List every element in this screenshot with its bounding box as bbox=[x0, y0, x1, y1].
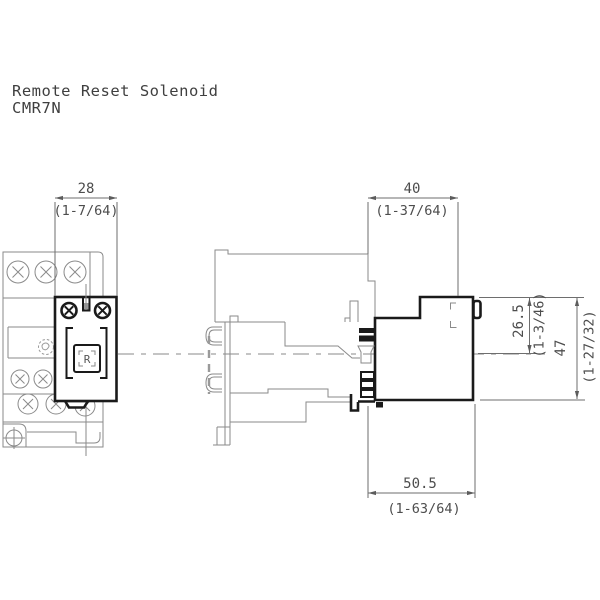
screw-circle bbox=[10, 369, 30, 389]
arrowhead-left bbox=[55, 195, 63, 201]
extension-lines bbox=[54, 202, 118, 296]
coupling-clip-1 bbox=[360, 371, 375, 380]
screw-cross-icon bbox=[15, 374, 25, 384]
model-number: CMR7N bbox=[12, 99, 61, 117]
coupling-bar-upper bbox=[359, 328, 374, 333]
dim-inch: (1-3/46) bbox=[532, 292, 548, 357]
front-view-foot-bracket bbox=[3, 423, 27, 447]
front-view-inner-panel bbox=[7, 326, 55, 359]
front-view-bottom-recess bbox=[27, 431, 101, 444]
coupling-bracket bbox=[349, 394, 375, 412]
screw-circle bbox=[63, 260, 87, 284]
side-view-cap-notch bbox=[229, 315, 239, 322]
screw-cross-icon bbox=[97, 305, 108, 316]
dim-mm: 26.5 bbox=[511, 304, 527, 338]
module-side-outline bbox=[373, 295, 475, 402]
coupling-bar-lower bbox=[359, 335, 374, 342]
module-screw-left bbox=[60, 301, 78, 320]
dim-upper-depth: 40 (1-37/64) bbox=[367, 181, 459, 498]
side-view-lower-step bbox=[230, 388, 351, 398]
module-side-slot-marks bbox=[450, 302, 457, 328]
arrowhead-right bbox=[467, 490, 475, 496]
rail-hook-top bbox=[205, 326, 222, 346]
dim-mm: 40 bbox=[404, 181, 421, 197]
screw-cross-icon bbox=[40, 266, 52, 278]
reset-button-outline bbox=[73, 344, 101, 373]
module-screw-right bbox=[93, 301, 112, 320]
dim-inch: (1-7/64) bbox=[53, 203, 118, 219]
coil-frame-left bbox=[65, 327, 73, 379]
terminal-screws-middle bbox=[10, 369, 53, 389]
product-name: Remote Reset Solenoid bbox=[12, 82, 218, 100]
reset-marking-corners bbox=[78, 350, 96, 367]
screw-circle bbox=[6, 260, 30, 284]
arrowhead-right bbox=[109, 195, 117, 201]
screw-circle bbox=[34, 260, 58, 284]
extension-lines bbox=[367, 202, 459, 498]
dim-mm: 50.5 bbox=[403, 476, 437, 492]
dim-upper-height: 26.5 (1-3/46) bbox=[478, 292, 584, 358]
solenoid-module-side bbox=[349, 295, 482, 412]
dim-total-height: 47 (1-27/32) bbox=[480, 298, 598, 401]
arrowhead-bottom bbox=[527, 345, 532, 353]
drawing-title: Remote Reset Solenoid CMR7N bbox=[12, 82, 218, 117]
module-top-slot bbox=[82, 297, 91, 312]
side-view-contactor bbox=[205, 249, 376, 446]
dim-front-width: 28 (1-7/64) bbox=[53, 181, 119, 296]
dial-knob bbox=[41, 342, 50, 351]
side-view-upper-step bbox=[215, 321, 360, 359]
arrowhead-right bbox=[450, 195, 458, 201]
adjustment-dial-icon bbox=[38, 339, 54, 355]
rail-hook-bottom bbox=[205, 373, 222, 393]
screw-cross-icon bbox=[38, 374, 48, 384]
coil-frame-right bbox=[100, 327, 108, 379]
dim-inch: (1-63/64) bbox=[387, 501, 460, 517]
screw-cross-icon bbox=[64, 305, 74, 316]
mounting-hole-cross bbox=[3, 427, 25, 449]
module-side-tab bbox=[472, 299, 482, 320]
side-view-top-cap bbox=[214, 249, 376, 322]
side-view-bottom-step bbox=[230, 401, 351, 423]
dim-total-depth: 50.5 (1-63/64) bbox=[368, 404, 476, 517]
coupling-stud bbox=[376, 402, 383, 408]
dim-mm: 47 bbox=[553, 340, 569, 357]
solenoid-module-front: R bbox=[53, 286, 118, 409]
side-view-clip-slot bbox=[344, 300, 359, 322]
screw-cross-icon bbox=[12, 266, 24, 278]
din-rail-clip bbox=[205, 326, 222, 394]
reset-letter: R bbox=[84, 353, 91, 366]
terminal-screws-top bbox=[6, 260, 87, 284]
coupling-clip-3 bbox=[360, 389, 375, 398]
dim-inch: (1-27/32) bbox=[582, 310, 598, 383]
dim-inch: (1-37/64) bbox=[375, 203, 448, 219]
rail-hook-top-inner bbox=[208, 329, 222, 343]
rail-hook-bottom-inner bbox=[208, 376, 222, 390]
arrowhead-left bbox=[368, 195, 376, 201]
arrowhead-left bbox=[368, 490, 376, 496]
side-view-mounting-plate bbox=[213, 322, 231, 446]
arrowhead-top bbox=[527, 298, 532, 306]
screw-circle bbox=[17, 393, 39, 415]
extension-lines bbox=[478, 297, 584, 354]
arrowhead-top bbox=[574, 298, 580, 306]
screw-cross-icon bbox=[22, 398, 34, 410]
screw-circle bbox=[33, 369, 53, 389]
arrowhead-bottom bbox=[574, 391, 580, 399]
dial-toothed-rim bbox=[38, 339, 54, 355]
coupling-pin bbox=[357, 345, 375, 364]
coupling-clip-2 bbox=[360, 380, 375, 389]
screw-cross-icon bbox=[69, 266, 81, 278]
mounting-hole-symbol bbox=[3, 427, 25, 449]
dim-mm: 28 bbox=[78, 181, 95, 197]
